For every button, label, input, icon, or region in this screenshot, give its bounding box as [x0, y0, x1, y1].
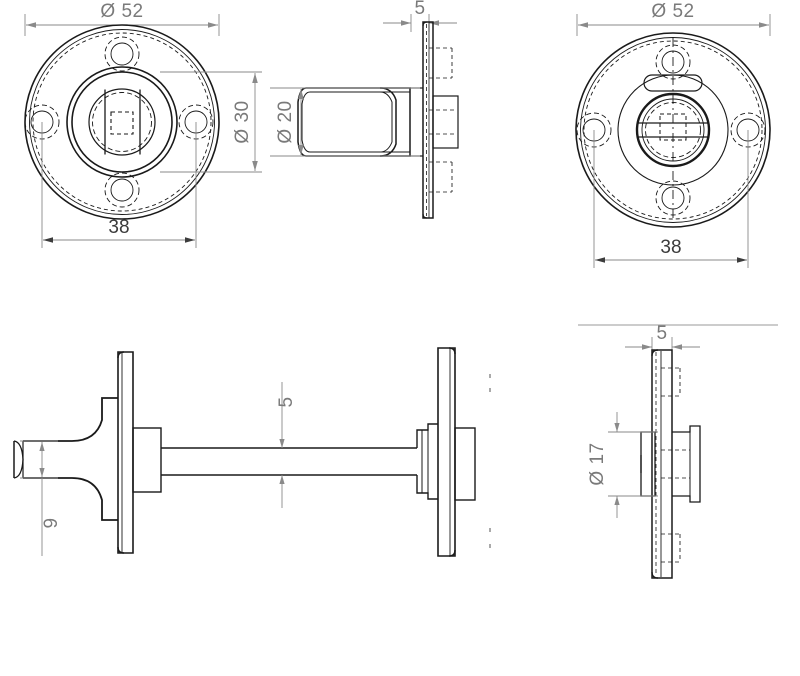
- rose-body-left: [24, 24, 220, 220]
- dim-t5-mid: [383, 14, 457, 32]
- plate-corner-bl: [651, 571, 659, 579]
- rear-boss-block: [432, 95, 459, 149]
- rose-boss-inner: [71, 71, 173, 173]
- right-plate-corner-tr: [448, 347, 456, 355]
- plate-body: [422, 21, 434, 219]
- assembly-knob: [13, 397, 118, 521]
- knob-right-radius-inner: [379, 91, 393, 153]
- release-plate-side: [651, 349, 673, 579]
- plate-corner-tl: [422, 21, 428, 27]
- assembly-right-outer-boss: [454, 427, 476, 501]
- assembly-right-boss: [416, 423, 438, 500]
- dim-label-t5-mid: 5: [414, 0, 425, 19]
- rose-inner-hidden-circle: [583, 40, 763, 220]
- view-bottom-left: 9 5: [13, 347, 491, 557]
- dim-label-p38-right: 38: [660, 237, 681, 258]
- dim-p38-right: [593, 130, 749, 268]
- dim-w5: [279, 382, 285, 508]
- right-plate-corner-br: [448, 549, 456, 557]
- rose-boss-outer: [66, 66, 178, 178]
- plate-hidden-holes-br: [661, 367, 690, 563]
- plate-body: [651, 349, 673, 579]
- dim-d52-right: [576, 14, 771, 36]
- dim-p38-left: [41, 122, 197, 248]
- dim-label-d17: Ø 17: [587, 442, 608, 485]
- rose-inner-hidden-circle: [32, 32, 212, 212]
- dim-label-w5: 5: [276, 396, 297, 407]
- dim-label-h9: 9: [41, 517, 62, 528]
- fixing-hole-bottom: [655, 180, 691, 216]
- dim-d20: [270, 87, 420, 157]
- release-rear-boss: [672, 425, 701, 503]
- plate-boss-hidden: [429, 109, 455, 135]
- knob-right-radius: [379, 87, 397, 157]
- thumbturn-knob-left: [104, 89, 141, 155]
- knob-inner-profile: [301, 91, 411, 153]
- plate-hidden-holes: [429, 47, 453, 193]
- rose-outer-circle: [575, 32, 771, 228]
- knob-upper-profile: [23, 397, 118, 442]
- dim-d17: [608, 412, 658, 518]
- knob-circle-hidden: [92, 92, 152, 152]
- dim-label-d30: Ø 30: [232, 100, 253, 143]
- rose-chamfer-circle: [580, 37, 766, 223]
- dim-d30: [160, 71, 262, 173]
- dim-label-t5-br: 5: [656, 323, 667, 344]
- left-plate-corner-tl: [117, 351, 125, 359]
- dim-label-d52-right: Ø 52: [651, 1, 694, 22]
- knob-circle-outer: [88, 88, 156, 156]
- dim-label-d52-left: Ø 52: [100, 1, 143, 22]
- assembly-right-plate: [437, 347, 456, 557]
- view-bottom-right: 5: [578, 323, 778, 579]
- dim-label-d20: Ø 20: [275, 100, 296, 143]
- left-plate-corner-bl: [117, 546, 125, 554]
- fixing-hole-bottom: [104, 172, 140, 208]
- knob-lower-profile: [23, 477, 118, 521]
- plate-corner-tl: [651, 349, 659, 357]
- dim-label-p38-left: 38: [108, 217, 129, 238]
- view-top-middle: 5: [270, 0, 459, 219]
- rose-outer-circle: [24, 24, 220, 220]
- fixing-hole-top: [655, 44, 691, 80]
- dim-h9: [20, 440, 58, 556]
- left-plate-body: [117, 351, 134, 554]
- view-top-right: Ø 52: [575, 1, 771, 268]
- fixing-hole-top: [104, 36, 140, 72]
- dim-t5-br: [625, 337, 700, 358]
- assembly-left-plate: [117, 351, 134, 554]
- assembly-spindle: [161, 447, 417, 476]
- assembly-left-boss: [132, 427, 162, 493]
- view-top-left: Ø 52: [24, 1, 262, 248]
- rose-plate-side: [422, 21, 434, 219]
- spindle-square-hidden-left: [110, 111, 134, 135]
- rose-chamfer-circle: [29, 29, 215, 215]
- plate-corner-bl: [422, 213, 428, 219]
